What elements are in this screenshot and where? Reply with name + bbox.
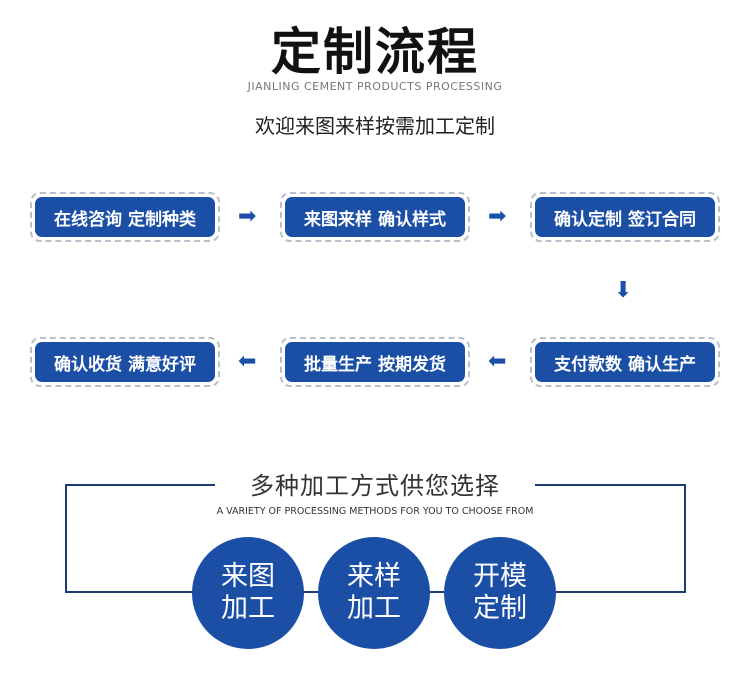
step-5: 批量生产 按期发货 — [280, 337, 470, 387]
divider — [548, 591, 686, 593]
method-line1: 来样 — [347, 561, 401, 592]
step-label: 来图来样 确认样式 — [285, 197, 465, 237]
step-label: 确认收货 满意好评 — [35, 342, 215, 382]
step-label: 批量生产 按期发货 — [285, 342, 465, 382]
step-2: 来图来样 确认样式 — [280, 192, 470, 242]
method-line1: 开模 — [473, 561, 527, 592]
step-label: 支付款数 确认生产 — [535, 342, 715, 382]
method-line1: 来图 — [221, 561, 275, 592]
method-drawing: 来图 加工 — [192, 537, 304, 649]
methods-title: 多种加工方式供您选择 — [250, 472, 500, 500]
frame-gap — [215, 470, 535, 500]
divider — [65, 591, 205, 593]
arrow-left-icon: ⬅ — [238, 349, 257, 374]
method-line2: 定制 — [473, 593, 527, 624]
methods-subtitle-en: A VARIETY OF PROCESSING METHODS FOR YOU … — [216, 506, 534, 517]
step-6: 确认收货 满意好评 — [30, 337, 220, 387]
arrow-down-icon: ⬇ — [614, 278, 633, 303]
divider — [300, 591, 318, 593]
arrow-right-icon: ➡ — [488, 204, 507, 229]
step-label: 在线咨询 定制种类 — [35, 197, 215, 237]
page-title: 定制流程 — [271, 23, 479, 81]
step-3: 确认定制 签订合同 — [530, 192, 720, 242]
method-mold: 开模 定制 — [444, 537, 556, 649]
arrow-left-icon: ⬅ — [488, 349, 507, 374]
page-subtitle-en: JIANLING CEMENT PRODUCTS PROCESSING — [247, 80, 503, 93]
arrow-right-icon: ➡ — [238, 204, 257, 229]
method-line2: 加工 — [347, 593, 401, 624]
step-4: 支付款数 确认生产 — [530, 337, 720, 387]
tagline: 欢迎来图来样按需加工定制 — [255, 114, 495, 138]
method-line2: 加工 — [221, 593, 275, 624]
method-sample: 来样 加工 — [318, 537, 430, 649]
step-1: 在线咨询 定制种类 — [30, 192, 220, 242]
divider — [428, 591, 444, 593]
step-label: 确认定制 签订合同 — [535, 197, 715, 237]
